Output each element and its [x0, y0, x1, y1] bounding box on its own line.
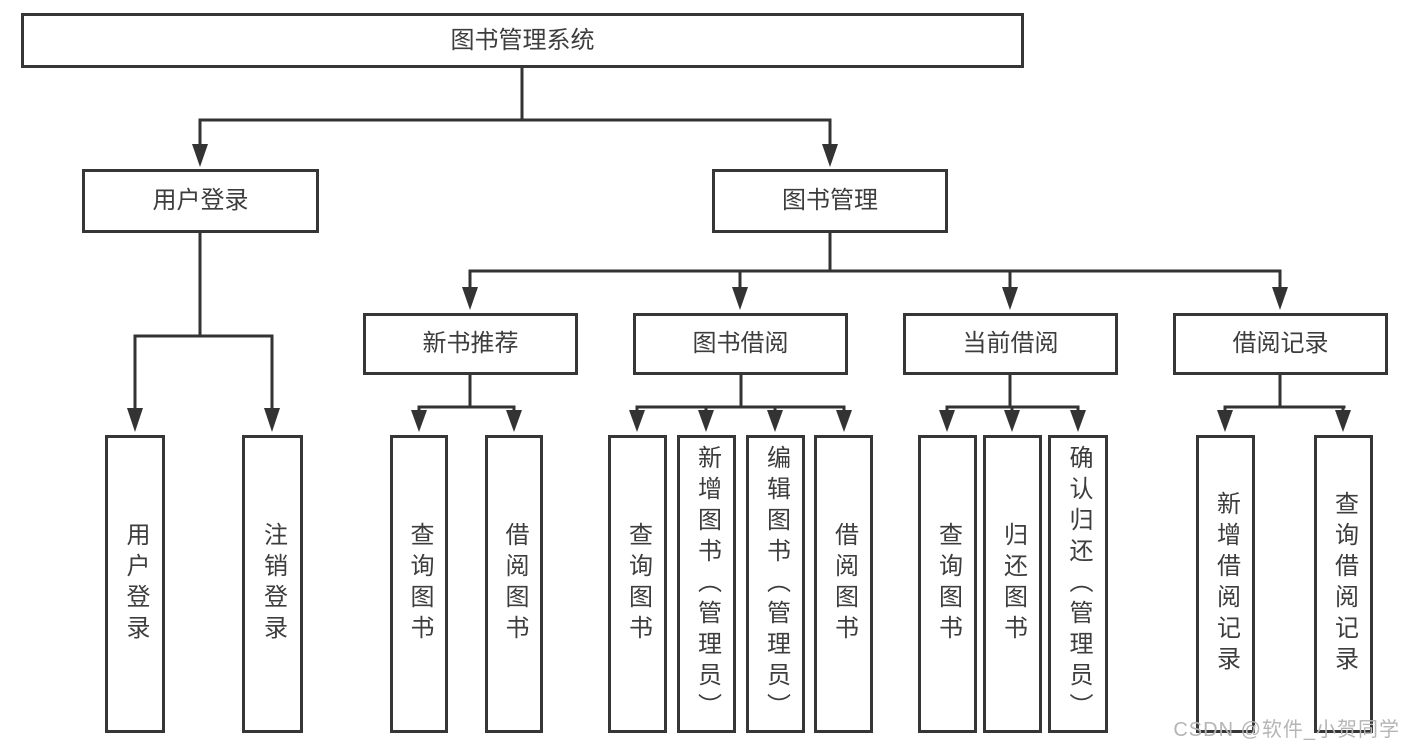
leaf-record-query: 查询借阅记录	[1314, 435, 1373, 733]
leaf-borrow-add-admin-label: 新增图书（管理员）	[693, 444, 721, 724]
edge-user-login-to-leaves	[127, 231, 280, 432]
node-new-book-label: 新书推荐	[422, 330, 519, 357]
leaf-current-confirm-admin-label: 确认归还（管理员）	[1065, 444, 1092, 724]
edge-borrow-records-to-leaves	[1217, 373, 1351, 432]
leaf-borrow-query: 查询图书	[608, 435, 667, 733]
leaf-current-return-label: 归还图书	[999, 522, 1027, 646]
leaf-record-add: 新增借阅记录	[1196, 435, 1255, 733]
leaf-borrow-add-admin: 新增图书（管理员）	[677, 435, 736, 733]
node-book-borrow-label: 图书借阅	[692, 330, 789, 357]
leaf-newbook-query: 查询图书	[390, 435, 448, 733]
leaf-current-return: 归还图书	[983, 435, 1042, 733]
leaf-record-add-label: 新增借阅记录	[1212, 491, 1240, 677]
node-book-mgmt: 图书管理	[712, 169, 948, 233]
leaf-borrow-edit-admin-label: 编辑图书（管理员）	[762, 444, 790, 724]
node-book-mgmt-label: 图书管理	[782, 187, 878, 214]
leaf-user-login: 用户登录	[105, 435, 165, 733]
watermark: CSDN @软件_小贺同学	[1173, 719, 1400, 741]
leaf-borrow-edit-admin: 编辑图书（管理员）	[746, 435, 805, 733]
leaf-current-query: 查询图书	[918, 435, 977, 733]
node-borrow-records: 借阅记录	[1173, 313, 1388, 375]
node-borrow-records-label: 借阅记录	[1232, 330, 1329, 357]
node-user-login-label: 用户登录	[152, 187, 249, 214]
node-user-login: 用户登录	[82, 169, 319, 233]
edge-root-to-level2	[192, 66, 838, 167]
edge-book-mgmt-to-level3	[462, 231, 1288, 310]
leaf-user-login-label: 用户登录	[122, 522, 149, 646]
leaf-borrow-book-label: 借阅图书	[830, 522, 858, 646]
edge-book-borrow-to-leaves	[629, 373, 852, 432]
edge-new-book-to-leaves	[411, 373, 522, 432]
node-book-borrow: 图书借阅	[633, 313, 848, 375]
leaf-current-confirm-admin: 确认归还（管理员）	[1048, 435, 1108, 733]
leaf-current-query-label: 查询图书	[934, 522, 962, 646]
node-root-label: 图书管理系统	[450, 26, 595, 54]
leaf-record-query-label: 查询借阅记录	[1330, 491, 1358, 677]
leaf-borrow-book: 借阅图书	[814, 435, 873, 733]
edge-current-borrow-to-leaves	[939, 373, 1086, 432]
leaf-newbook-borrow-label: 借阅图书	[501, 522, 528, 646]
leaf-newbook-borrow: 借阅图书	[485, 435, 543, 733]
leaf-borrow-query-label: 查询图书	[624, 522, 652, 646]
node-new-book: 新书推荐	[363, 313, 578, 375]
leaf-newbook-query-label: 查询图书	[406, 522, 433, 646]
leaf-logout-label: 注销登录	[259, 522, 287, 646]
node-root: 图书管理系统	[21, 13, 1024, 68]
node-current-borrow-label: 当前借阅	[962, 330, 1059, 357]
node-current-borrow: 当前借阅	[903, 313, 1118, 375]
leaf-logout: 注销登录	[242, 435, 303, 733]
